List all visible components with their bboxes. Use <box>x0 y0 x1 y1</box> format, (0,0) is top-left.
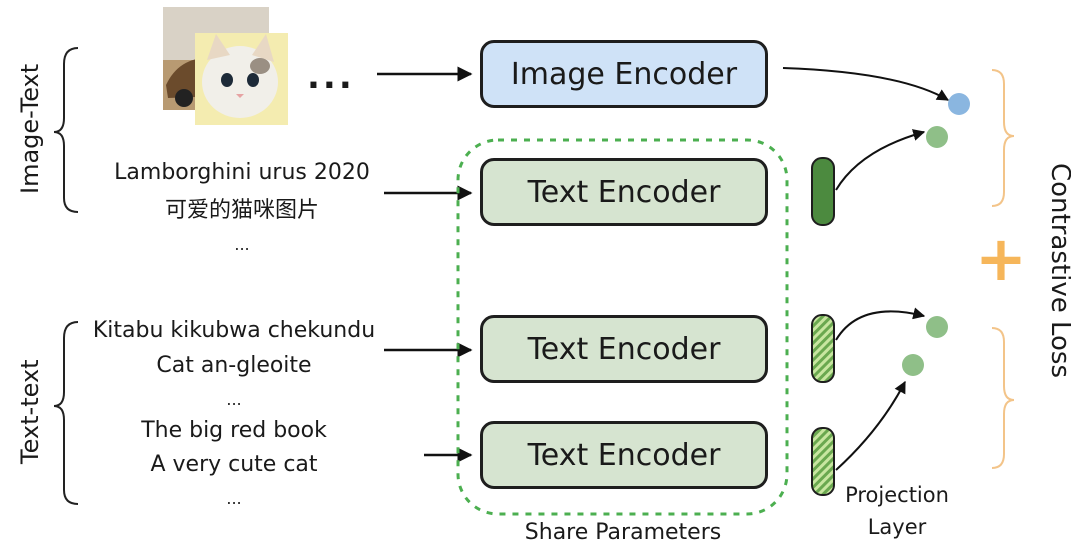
projection-label-line-1: Projection <box>845 483 949 507</box>
text-encoder-label-1: Text Encoder <box>527 174 721 210</box>
image-text-line-1: Lamborghini urus 2020 <box>114 160 370 185</box>
image-text-ellipsis: ... <box>234 235 250 254</box>
contrastive-loss-label: Contrastive Loss <box>1045 163 1071 378</box>
projection-label-line-2: Layer <box>867 515 927 539</box>
text-embedding-arrow-1 <box>835 129 926 191</box>
text-encoder-box-2: Text Encoder <box>480 315 768 383</box>
image-embedding-arrow <box>782 67 950 101</box>
text-text-b-ellipsis: ... <box>226 489 242 508</box>
text-text-group-label: Text-text <box>16 359 44 464</box>
text-encoder-box-3: Text Encoder <box>480 421 768 489</box>
text-text-a-line-1: Kitabu kikubwa chekundu <box>92 318 376 343</box>
share-parameters-label: Share Parameters <box>524 520 722 545</box>
text-text-b-line-1: The big red book <box>141 418 327 443</box>
plus-sign: + <box>975 222 1027 295</box>
image-encoder-label: Image Encoder <box>510 56 738 92</box>
loss-brace-bottom <box>991 327 1015 469</box>
text-encoder-box-1: Text Encoder <box>480 158 768 226</box>
text-embedding-dot-1 <box>926 126 948 148</box>
image-text-group-label: Image-Text <box>16 63 44 194</box>
image-encoder-box: Image Encoder <box>480 40 768 108</box>
cat-image-thumbnail <box>195 33 288 125</box>
text-embedding-dot-2 <box>926 316 948 338</box>
text-text-b-line-2: A very cute cat <box>150 452 318 477</box>
loss-brace-top <box>991 69 1015 207</box>
text-embedding-arrow-3 <box>835 380 906 471</box>
text-text-a-ellipsis: ... <box>226 390 242 409</box>
text-text-a-line-2: Cat an-gleoite <box>156 353 312 378</box>
text-embedding-dot-3 <box>902 354 924 376</box>
projection-layer-solid <box>811 157 835 226</box>
text-encoder-label-3: Text Encoder <box>527 437 721 473</box>
projection-layer-hatched-1 <box>811 314 835 383</box>
image-text-line-2: 可爱的猫咪图片 <box>164 198 320 223</box>
text-encoder-label-2: Text Encoder <box>527 331 721 367</box>
image-text-brace <box>53 47 79 213</box>
share-parameters-region <box>456 138 789 516</box>
image-ellipsis: ... <box>307 57 355 97</box>
image-embedding-dot <box>948 93 970 115</box>
text-embedding-arrow-2 <box>835 307 926 341</box>
projection-layer-hatched-2 <box>811 427 835 496</box>
text-text-brace <box>53 321 79 505</box>
